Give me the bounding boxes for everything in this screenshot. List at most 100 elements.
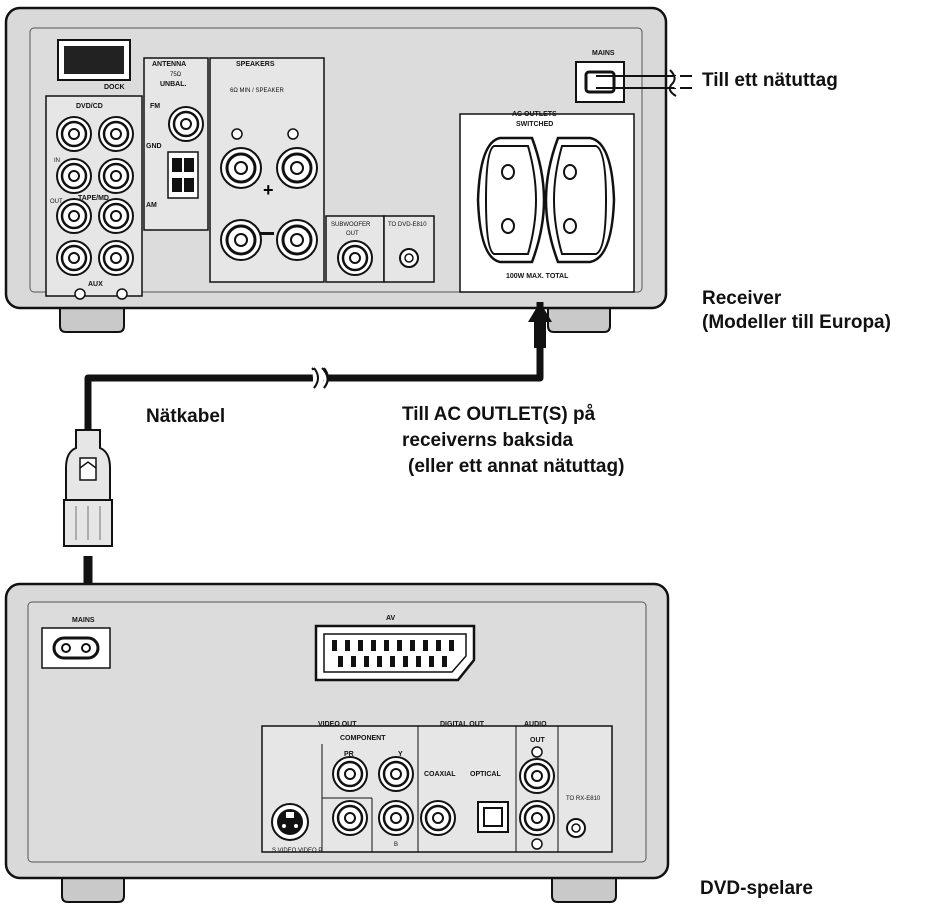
ac-outlet-callout-line1: Till AC OUTLET(S) på (402, 404, 596, 425)
speaker-terminal-left-minus (275, 218, 319, 262)
subwoofer-label: SUBWOOFER (331, 222, 371, 228)
tape-in-jack-right (97, 157, 135, 195)
antenna-panel (143, 57, 209, 231)
dvd-cd-jack-right (97, 115, 135, 153)
antenna-unbal-label: UNBAL. (160, 81, 186, 88)
dvd-cd-jack-left (55, 115, 93, 153)
component-pr-jack (331, 755, 369, 793)
audio-l-marker (531, 746, 543, 758)
video-out-label: VIDEO OUT (318, 721, 357, 728)
scart-pin (423, 640, 428, 651)
receiver-mains-cable (596, 69, 692, 97)
component-label: COMPONENT (340, 735, 386, 742)
aux-r-marker (116, 288, 128, 300)
scart-pin (449, 640, 454, 651)
audio-out-jack-left (518, 757, 556, 795)
audio-out-jack-right (518, 799, 556, 837)
power-cable (84, 302, 552, 432)
aux-jack-left (55, 239, 93, 277)
av-label: AV (386, 615, 396, 622)
receiver-models-callout: (Modeller till Europa) (702, 312, 891, 333)
tape-out-jack-left (55, 197, 93, 235)
ac-outlet-callout-line3: (eller ett annat nätuttag) (408, 456, 624, 477)
scart-pin (436, 640, 441, 651)
scart-pin (364, 656, 369, 667)
s-video-video-label: S VIDEO VIDEO P (272, 848, 322, 854)
power-cable-callout: Nätkabel (146, 406, 225, 427)
tape-md-label: TAPE/MD (78, 195, 109, 202)
speaker-l-marker (287, 128, 299, 140)
fm-antenna-jack (167, 105, 205, 143)
dock-label: DOCK (104, 84, 125, 91)
scart-pin (429, 656, 434, 667)
component-pb-jack (377, 799, 415, 837)
scart-pin (410, 640, 415, 651)
plus-symbol: + (263, 180, 274, 200)
audio-label: AUDIO (524, 721, 547, 728)
scart-pin (442, 656, 447, 667)
dvd-cd-label: DVD/CD (76, 103, 103, 110)
subwoofer-out-label: OUT (346, 231, 359, 237)
to-dvd-label: TO DVD-E810 (388, 222, 427, 228)
out-label: OUT (50, 199, 63, 205)
scart-pin (358, 640, 363, 651)
speaker-terminal-right-plus (219, 146, 263, 190)
speaker-r-marker (231, 128, 243, 140)
scart-pin (397, 640, 402, 651)
receiver-callout: Receiver (702, 288, 782, 309)
receiver-mains-label: MAINS (592, 50, 615, 57)
y-label: Y (398, 751, 403, 758)
antenna-ohm-label: 75Ω (170, 72, 182, 78)
scart-pin (338, 656, 343, 667)
antenna-label: ANTENNA (152, 61, 186, 68)
dock-port-pins (64, 46, 124, 74)
am-label: AM (146, 202, 157, 209)
scart-pin (345, 640, 350, 651)
component-y-jack (377, 755, 415, 793)
scart-pin (390, 656, 395, 667)
scart-pin (384, 640, 389, 651)
speakers-impedance-label: 6Ω MIN / SPEAKER (230, 88, 285, 94)
wall-outlet-callout: Till ett nätuttag (702, 70, 838, 91)
fm-label: FM (150, 103, 160, 110)
gnd-label: GND (146, 143, 162, 150)
subwoofer-out-jack (336, 239, 374, 277)
audio-out-label: OUT (530, 737, 546, 744)
optical-label: OPTICAL (470, 771, 501, 778)
minus-symbol (260, 232, 274, 235)
arrow-to-ac-outlet (528, 302, 552, 322)
tape-in-jack-left (55, 157, 93, 195)
speaker-terminal-right-minus (219, 218, 263, 262)
aux-label: AUX (88, 281, 103, 288)
ac-outlets-label: AC OUTLETS (512, 111, 557, 118)
pr-label: PR (344, 751, 354, 758)
speaker-terminal-left-plus (275, 146, 319, 190)
digital-out-label: DIGITAL OUT (440, 721, 485, 728)
coaxial-label: COAXIAL (424, 771, 456, 778)
aux-l-marker (74, 288, 86, 300)
ac-outlets-switched-label: SWITCHED (516, 121, 553, 128)
scart-pin (332, 640, 337, 651)
cable-break-mark (668, 69, 677, 97)
speakers-label: SPEAKERS (236, 61, 275, 68)
to-rx-label: TO RX-E810 (566, 796, 601, 802)
scart-pin (403, 656, 408, 667)
receiver-unit: DOCK DVD/CD IN OUT TAPE/MD AUX ANTENNA 7… (4, 6, 668, 333)
coaxial-jack (419, 799, 457, 837)
scart-pin (416, 656, 421, 667)
dvd-player-callout: DVD-spelare (700, 878, 813, 899)
scart-pin (377, 656, 382, 667)
tape-out-jack-right (97, 197, 135, 235)
power-plug (63, 429, 113, 608)
dvd-mains-label: MAINS (72, 617, 95, 624)
audio-r-marker (531, 838, 543, 850)
scart-pin (351, 656, 356, 667)
aux-jack-right (97, 239, 135, 277)
dvd-player-unit: MAINS AV VIDEO OUT COMPONENT DIGITAL OUT… (4, 582, 670, 903)
pb-label: B (394, 842, 398, 848)
video-jack (331, 799, 369, 837)
scart-pin (371, 640, 376, 651)
ac-outlets-max-label: 100W MAX. TOTAL (506, 273, 569, 280)
in-label: IN (54, 158, 60, 164)
